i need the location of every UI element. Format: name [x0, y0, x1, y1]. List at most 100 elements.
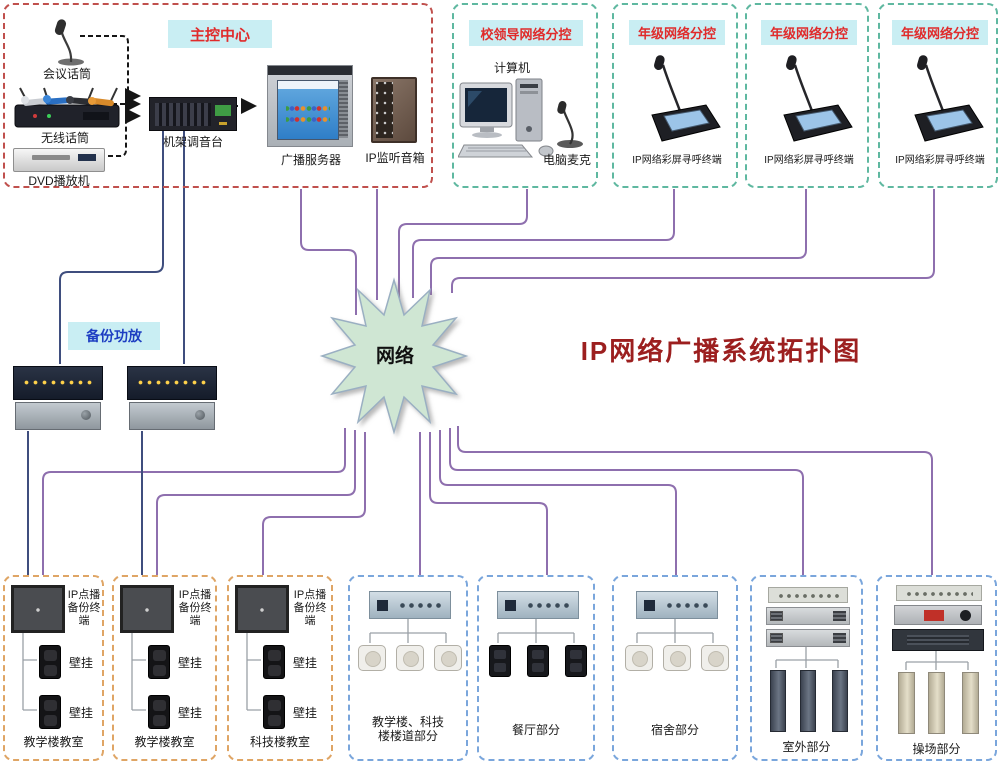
- ceiling-speaker-icon: [625, 645, 653, 671]
- zone-amplifier-icon: [497, 591, 579, 619]
- zone-box-outdoor: 室外部分: [750, 575, 863, 761]
- box-speaker-icon: [565, 645, 587, 677]
- grade-control-box-1: 年级网络分控 IP网络彩屏寻呼终端: [612, 3, 738, 188]
- playground-amplifier-icon: [894, 605, 982, 625]
- paging-terminal-icon: [914, 55, 984, 142]
- grade-control-title: 年级网络分控: [761, 20, 857, 45]
- classroom-caption: 教学楼教室: [134, 735, 195, 749]
- box-speaker-icon: [489, 645, 511, 677]
- grade-control-title: 年级网络分控: [892, 20, 988, 45]
- wireless-mic-label: 无线话筒: [40, 131, 89, 145]
- paging-terminal-icon: [651, 55, 721, 142]
- conference-mic-label: 会议话筒: [42, 67, 91, 81]
- paging-terminal-label: IP网络彩屏寻呼终端: [895, 155, 985, 166]
- wall-speaker-label: 壁挂: [292, 656, 317, 670]
- classroom-box-1: IP点播 备份终端 壁挂 壁挂 教学楼教室: [3, 575, 104, 761]
- column-speaker-icon: [928, 672, 945, 734]
- wall-speaker-icon: [148, 695, 170, 729]
- zone-amplifier-icon: [636, 591, 718, 619]
- ip-ondemand-terminal-icon: [235, 585, 289, 633]
- computer-icon: [458, 78, 554, 158]
- playground-rack-icon: [892, 629, 984, 651]
- monitor-speaker-label: IP监听音箱: [365, 151, 425, 165]
- ip-ondemand-terminal-icon: [120, 585, 174, 633]
- line-main-to-network-1: [300, 189, 357, 315]
- ceiling-speaker-icon: [358, 645, 386, 671]
- wall-speaker-icon: [39, 645, 61, 679]
- wall-speaker-label: 壁挂: [177, 706, 202, 720]
- zone-amplifier-icon: [369, 591, 451, 619]
- grade-control-box-2: 年级网络分控 IP网络彩屏寻呼终端: [745, 3, 869, 188]
- wall-speaker-label: 壁挂: [68, 656, 93, 670]
- audio-lines: [27, 126, 185, 575]
- zone-caption: 餐厅部分: [511, 723, 560, 737]
- line-network-to-dining: [429, 432, 548, 575]
- computer-label: 计算机: [493, 61, 530, 75]
- playground-terminal-icon: [896, 585, 982, 601]
- column-speaker-icon: [832, 670, 848, 732]
- backup-amp-stack-2: [127, 366, 217, 430]
- line-grade1-to-network: [412, 189, 675, 298]
- wall-speaker-icon: [39, 695, 61, 729]
- ceiling-speaker-icon: [396, 645, 424, 671]
- ceiling-speaker-icon: [663, 645, 691, 671]
- line-network-to-classroom3: [262, 432, 366, 575]
- pc-mic-label: 电脑麦克: [542, 153, 591, 167]
- outdoor-amplifier-icon: [766, 629, 850, 647]
- wall-speaker-icon: [263, 695, 285, 729]
- line-network-to-classroom1: [42, 428, 346, 575]
- pc-mic-icon: [557, 101, 583, 148]
- backup-amp-stack-1: [13, 366, 103, 430]
- wireless-mic-icon: [14, 87, 120, 128]
- zone-caption: 室外部分: [782, 740, 831, 754]
- line-grade3-to-network: [451, 189, 935, 293]
- zone-box-dorm: 宿舍部分: [612, 575, 738, 761]
- zone-box-dining: 餐厅部分: [477, 575, 595, 761]
- dvd-player-label: DVD播放机: [28, 174, 90, 188]
- classroom-box-2: IP点播 备份终端 壁挂 壁挂 教学楼教室: [112, 575, 217, 761]
- ip-ondemand-terminal-label: IP点播 备份终端: [293, 589, 327, 628]
- line-leader-to-network: [398, 189, 528, 300]
- classroom-caption: 科技楼教室: [249, 735, 310, 749]
- line-grade2-to-network: [430, 189, 807, 295]
- classroom-caption: 教学楼教室: [23, 735, 84, 749]
- backup-amp-label: 备份功放: [68, 322, 160, 350]
- network-lines-bottom: [42, 426, 933, 575]
- rack-mixer-label: 机架调音台: [162, 135, 223, 149]
- line-network-to-classroom2: [156, 430, 356, 575]
- grade-control-title: 年级网络分控: [629, 20, 725, 45]
- network-label: 网络: [375, 346, 414, 367]
- wall-speaker-label: 壁挂: [177, 656, 202, 670]
- broadcast-server-icon: [267, 65, 353, 147]
- diagram-title: IP网络广播系统拓扑图: [580, 336, 862, 366]
- ceiling-speaker-icon: [434, 645, 462, 671]
- main-control-title: 主控中心: [168, 20, 272, 48]
- line-network-to-playground: [457, 426, 933, 575]
- paging-terminal-icon: [783, 55, 853, 142]
- paging-terminal-label: IP网络彩屏寻呼终端: [632, 155, 722, 166]
- zone-caption: 教学楼、科技 楼楼道部分: [371, 715, 444, 744]
- line-network-to-dorm: [439, 430, 677, 575]
- classroom-box-3: IP点播 备份终端 壁挂 壁挂 科技楼教室: [227, 575, 333, 761]
- broadcast-server-label: 广播服务器: [280, 153, 341, 167]
- zone-box-playground: 操场部分: [876, 575, 997, 761]
- rack-mixer-icon: [149, 97, 237, 131]
- line-network-to-outdoor: [449, 428, 804, 575]
- outdoor-terminal-icon: [768, 587, 848, 603]
- ip-ondemand-terminal-label: IP点播 备份终端: [178, 589, 212, 628]
- box-speaker-icon: [527, 645, 549, 677]
- column-speaker-icon: [962, 672, 979, 734]
- outdoor-amplifier-icon: [766, 607, 850, 625]
- column-speaker-icon: [770, 670, 786, 732]
- leader-control-title: 校领导网络分控: [469, 20, 583, 46]
- monitor-speaker-icon: [371, 77, 417, 143]
- zone-caption: 操场部分: [912, 742, 961, 756]
- column-speaker-icon: [898, 672, 915, 734]
- ip-ondemand-terminal-label: IP点播 备份终端: [67, 589, 101, 628]
- ceiling-speaker-icon: [701, 645, 729, 671]
- zone-box-corridor: 教学楼、科技 楼楼道部分: [348, 575, 468, 761]
- leader-control-box: 校领导网络分控 计算机 电脑麦克: [452, 3, 598, 188]
- zone-caption: 宿舍部分: [650, 723, 699, 737]
- grade-control-box-3: 年级网络分控 IP网络彩屏寻呼终端: [878, 3, 998, 188]
